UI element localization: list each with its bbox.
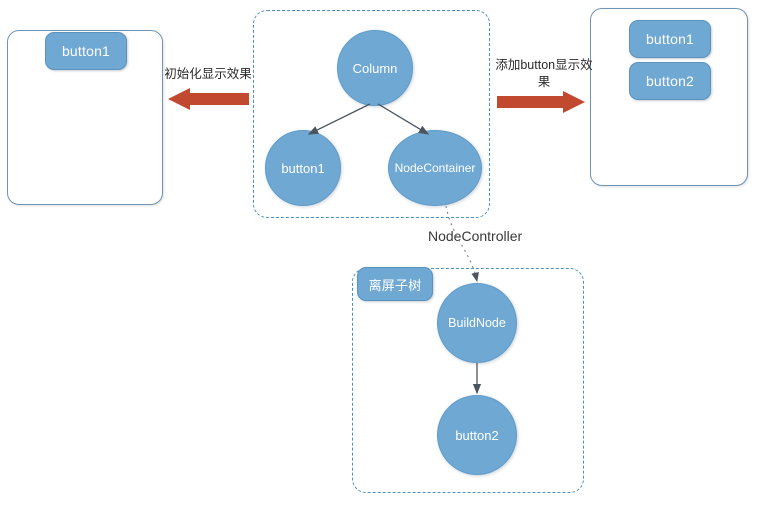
node-label: Column [352,60,398,76]
arrow-add-button [497,91,585,113]
nodecontroller-dashed-container [253,10,490,218]
node-buildnode[interactable]: BuildNode [437,283,517,363]
node-label: NodeContainer [394,161,476,175]
badge-label: 离屏子树 [368,277,422,293]
initial-display-arrow-label: 初始化显示效果 [164,67,252,81]
arrow-initial-display [168,88,249,110]
right-panel-button1-chip[interactable]: button1 [629,20,711,58]
right-panel-button2-chip[interactable]: button2 [629,62,711,100]
chip-label: button2 [645,73,695,89]
nodecontroller-caption: NodeController [428,228,523,244]
node-button1[interactable]: button1 [265,130,341,206]
chip-label: button1 [61,43,111,59]
add-button-arrow-label: 添加button显示效 果 [495,58,593,89]
left-panel-button1-chip[interactable]: button1 [45,32,127,70]
node-label: button2 [455,427,499,443]
node-label: BuildNode [448,316,506,330]
node-label: button1 [281,160,325,176]
offscreen-subtree-badge: 离屏子树 [357,267,433,301]
node-column[interactable]: Column [337,30,413,106]
node-button2[interactable]: button2 [437,395,517,475]
chip-label: button1 [645,31,695,47]
node-nodecontainer[interactable]: NodeContainer [388,130,482,206]
